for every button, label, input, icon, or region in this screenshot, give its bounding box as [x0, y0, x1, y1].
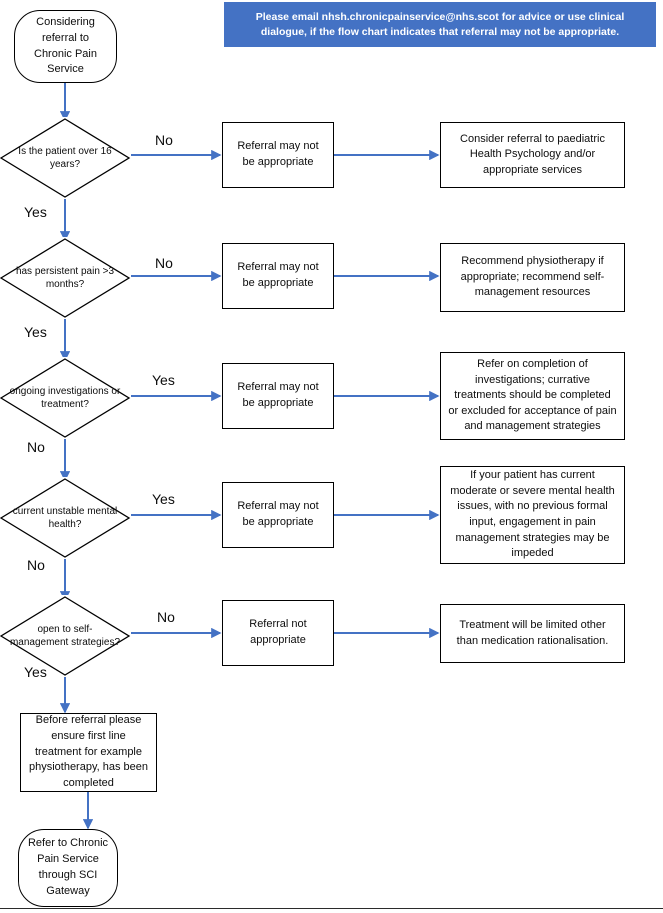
branch-label-age-right: No [155, 132, 173, 148]
branch-label-self-management-down: Yes [24, 664, 47, 680]
decision-ongoing-investigations-label: ongoing investigations or treatment? [9, 385, 121, 410]
outcome-box-self-management-middle: Referral not appropriate [222, 600, 334, 666]
diamond-shape [0, 596, 131, 676]
decision-ongoing-investigations[interactable]: ongoing investigations or treatment? [0, 357, 131, 439]
branch-label-investigations-down: No [27, 439, 45, 455]
diamond-shape [0, 478, 131, 558]
outcome-box-duration-right: Recommend physiotherapy if appropriate; … [440, 243, 625, 312]
diamond-shape [0, 118, 131, 198]
end-node-refer-to-chronic-pain-service: Refer to Chronic Pain Service through SC… [18, 829, 118, 907]
diamond-shape [0, 358, 131, 438]
branch-label-investigations-right: Yes [152, 372, 175, 388]
outcome-box-mental-health-right: If your patient has current moderate or … [440, 466, 625, 564]
branch-label-duration-right: No [155, 255, 173, 271]
branch-label-age-down: Yes [24, 204, 47, 220]
pre-referral-box: Before referral please ensure first line… [20, 713, 157, 792]
decision-mental-health[interactable]: current unstable mental health? [0, 477, 131, 559]
branch-label-duration-down: Yes [24, 324, 47, 340]
decision-self-management-label: open to self-management strategies? [9, 623, 121, 648]
decision-pain-duration-label: has persistent pain >3 months? [15, 265, 115, 290]
start-node-label: Considering referral to Chronic Pain Ser… [34, 15, 97, 76]
outcome-box-self-management-right: Treatment will be limited other than med… [440, 604, 625, 663]
decision-age-label: Is the patient over 16 years? [18, 145, 112, 170]
outcome-box-age-right: Consider referral to paediatric Health P… [440, 122, 625, 188]
outcome-box-mental-health-middle: Referral may not be appropriate [222, 482, 334, 548]
outcome-box-investigations-middle: Referral may not be appropriate [222, 363, 334, 429]
decision-pain-duration[interactable]: has persistent pain >3 months? [0, 237, 131, 319]
decision-mental-health-label: current unstable mental health? [12, 505, 118, 530]
decision-self-management[interactable]: open to self-management strategies? [0, 595, 131, 677]
start-node-considering-referral: Considering referral to Chronic Pain Ser… [14, 10, 117, 83]
footer-divider [0, 908, 663, 909]
outcome-box-duration-middle: Referral may not be appropriate [222, 243, 334, 309]
outcome-box-investigations-right: Refer on completion of investigations; c… [440, 352, 625, 440]
end-node-label: Refer to Chronic Pain Service through SC… [27, 837, 109, 897]
decision-age[interactable]: Is the patient over 16 years? [0, 117, 131, 199]
outcome-box-age-middle: Referral may not be appropriate [222, 122, 334, 188]
branch-label-self-management-right: No [157, 609, 175, 625]
advice-banner: Please email nhsh.chronicpainservice@nhs… [224, 2, 656, 47]
diamond-shape [0, 238, 131, 318]
branch-label-mental-health-down: No [27, 557, 45, 573]
branch-label-mental-health-right: Yes [152, 491, 175, 507]
